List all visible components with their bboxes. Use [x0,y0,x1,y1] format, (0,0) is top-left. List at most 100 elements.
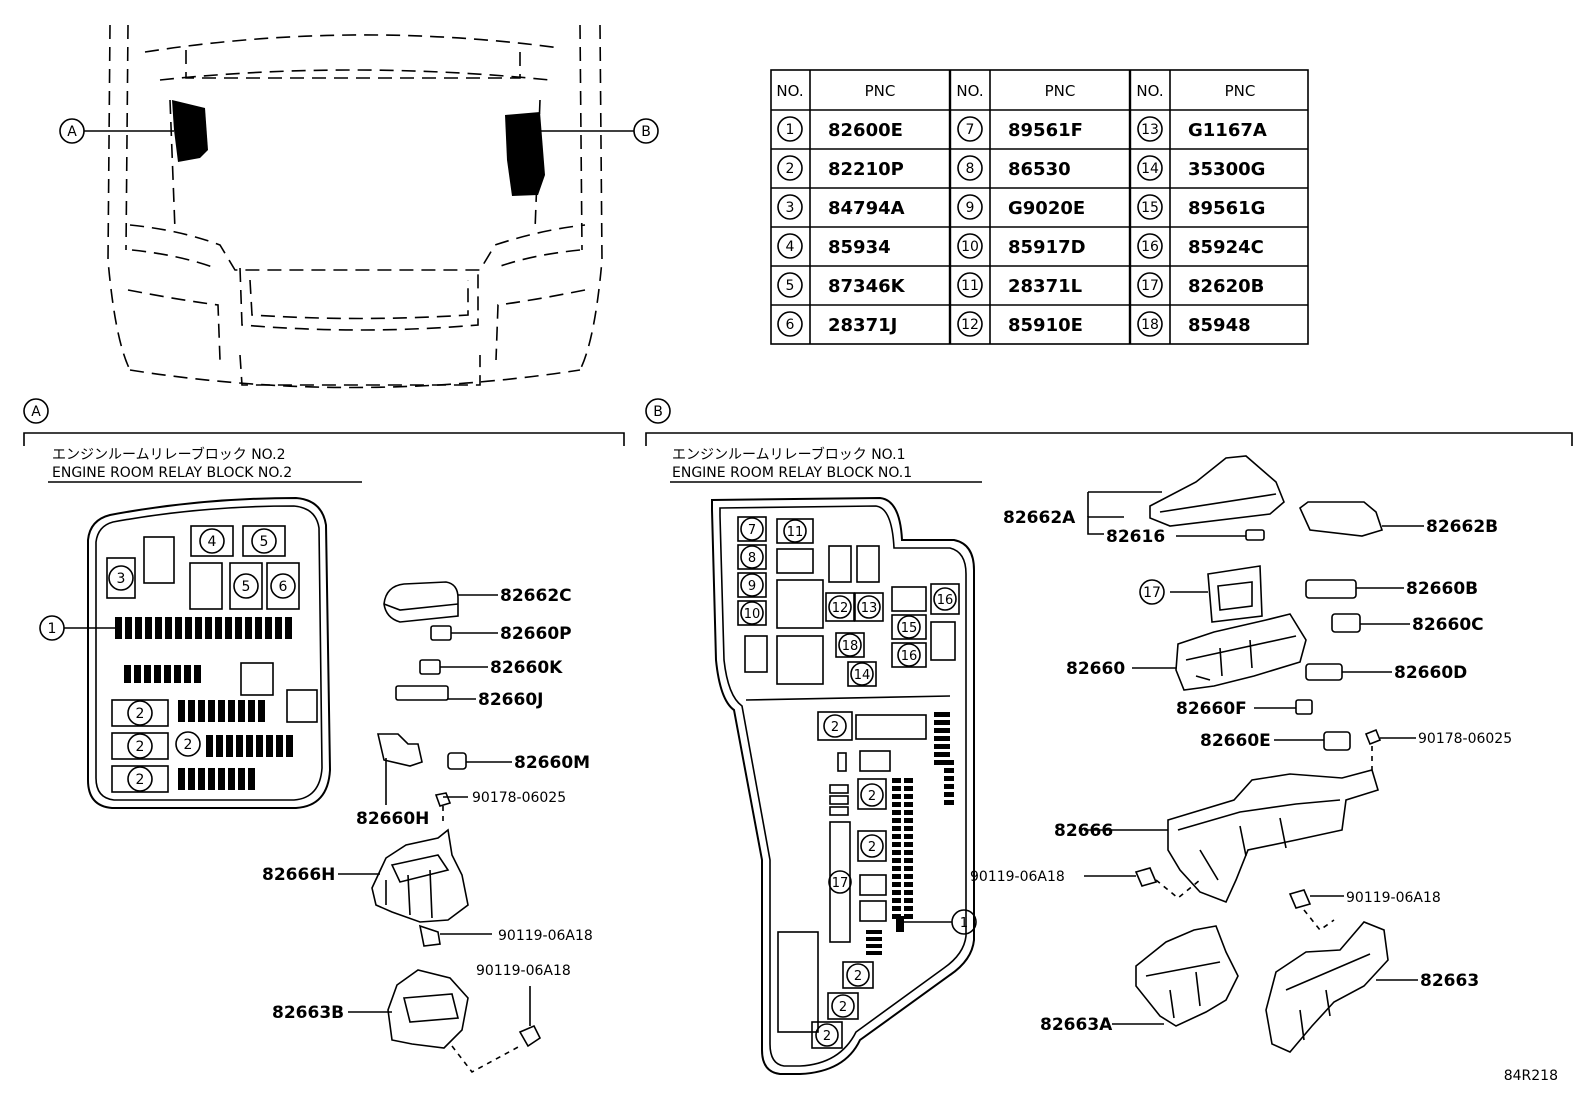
part-label-82660P: 82660P [500,624,572,644]
fuse-blade [904,826,913,831]
locator-a-label: A [67,124,77,140]
svg-text:2: 2 [868,840,876,855]
table-row-no: 10 [961,239,979,255]
table-row-no: 2 [786,161,795,177]
fuse-blade [175,617,182,639]
table-row-no: 13 [1141,122,1159,138]
fuse-blade [208,768,215,790]
fuse-blade [904,842,913,847]
fuse-blade [235,617,242,639]
svg-text:8: 8 [748,551,756,566]
svg-text:9: 9 [748,579,756,594]
table-row-no: 16 [1141,239,1159,255]
table-row-no: 5 [786,278,795,294]
fuse-blade [144,665,151,683]
table-row-no: 8 [966,161,975,177]
fuse-blade [165,617,172,639]
fuse-blade [892,906,901,911]
svg-text:2: 2 [184,737,193,753]
table-row-pnc: 85934 [828,237,891,258]
table-header-pnc: PNC [1225,82,1256,100]
svg-text:5: 5 [242,579,251,595]
fuse-blade [145,617,152,639]
fuse-blade [934,720,950,725]
svg-text:2: 2 [868,789,876,804]
table-row-pnc: 89561G [1188,198,1265,219]
fuse-blade [904,834,913,839]
fuse-blade [265,617,272,639]
svg-text:13: 13 [861,601,878,616]
locator-b-label: B [641,124,651,140]
fuse-blade [896,916,904,932]
relay-block-no1-callouts: 7 8 9 10 11 12 13 18 14 15 16 16 2 2 2 1… [744,523,968,1044]
part-label-82666: 82666 [1054,821,1113,841]
fuse-blade [276,735,283,757]
fuse-blade [198,768,205,790]
fuse-blade [218,700,225,722]
part-label-90119-06A18: 90119-06A18 [498,928,593,944]
fuse-blade [904,786,913,791]
svg-text:11: 11 [787,525,804,540]
fuse-blade [904,778,913,783]
part-label-82660J: 82660J [478,690,543,710]
section-a-part-labels: 82662C 82660P 82660K 82660J 82660M 82660… [262,586,593,1023]
table-row-pnc: 84794A [828,198,905,219]
fuse-blade [154,665,161,683]
diagram-code: 84R218 [1504,1068,1558,1084]
table-row-no: 4 [786,239,795,255]
fuse-blade [904,794,913,799]
fuse-blade [866,930,882,934]
table-row-pnc: G1167A [1188,120,1267,141]
svg-text:18: 18 [842,639,859,654]
fuse-blade [266,735,273,757]
fuse-blade [892,778,901,783]
fuse-blade [944,760,954,765]
fuse-blade [866,937,882,941]
table-row-pnc: 86530 [1008,159,1071,180]
svg-text:17: 17 [832,876,849,891]
fuse-blade [185,617,192,639]
part-label-82660F: 82660F [1176,699,1247,719]
fuse-blade [218,768,225,790]
section-b-parts [1084,455,1424,1053]
fuse-blade [125,617,132,639]
fuse-blade [208,700,215,722]
fuse-blade [904,850,913,855]
fuse-blade [892,802,901,807]
part-label-82660M: 82660M [514,753,590,773]
fuse-blade [944,784,954,789]
section-a-title-en: ENGINE ROOM RELAY BLOCK NO.2 [52,465,292,481]
fuse-blade [275,617,282,639]
fuse-blade [188,768,195,790]
fuse-blade [892,858,901,863]
fuse-blade [904,818,913,823]
fuse-blade [892,826,901,831]
table-row-pnc: 35300G [1188,159,1265,180]
fuse-blade [904,898,913,903]
svg-text:5: 5 [260,534,269,550]
fuse-blade [226,735,233,757]
table-header-no: NO. [776,82,803,100]
svg-text:16: 16 [937,593,954,608]
part-label-82616: 82616 [1106,527,1165,547]
fuse-blade [866,951,882,955]
part-label-90178-06025: 90178-06025 [472,790,566,806]
fuse-blade [934,760,950,765]
part-label-82662B: 82662B [1426,517,1498,537]
table-row-pnc: G9020E [1008,198,1085,219]
fuse-blade [246,735,253,757]
table-row-no: 7 [966,122,975,138]
fuse-blade [216,735,223,757]
table-row-pnc: 87346K [828,276,906,297]
part-label-82660H: 82660H [356,809,429,829]
svg-text:4: 4 [208,534,217,550]
fuse-blade [904,866,913,871]
fuse-blade [892,818,901,823]
fuse-blade [184,665,191,683]
relay-block-no2-callouts: 3 4 5 5 6 2 2 2 2 1 [48,534,288,788]
fuse-blade [124,665,131,683]
fuse-blade [228,768,235,790]
fuse-blade [178,768,185,790]
part-label-82660B: 82660B [1406,579,1478,599]
fuse-blade [944,792,954,797]
